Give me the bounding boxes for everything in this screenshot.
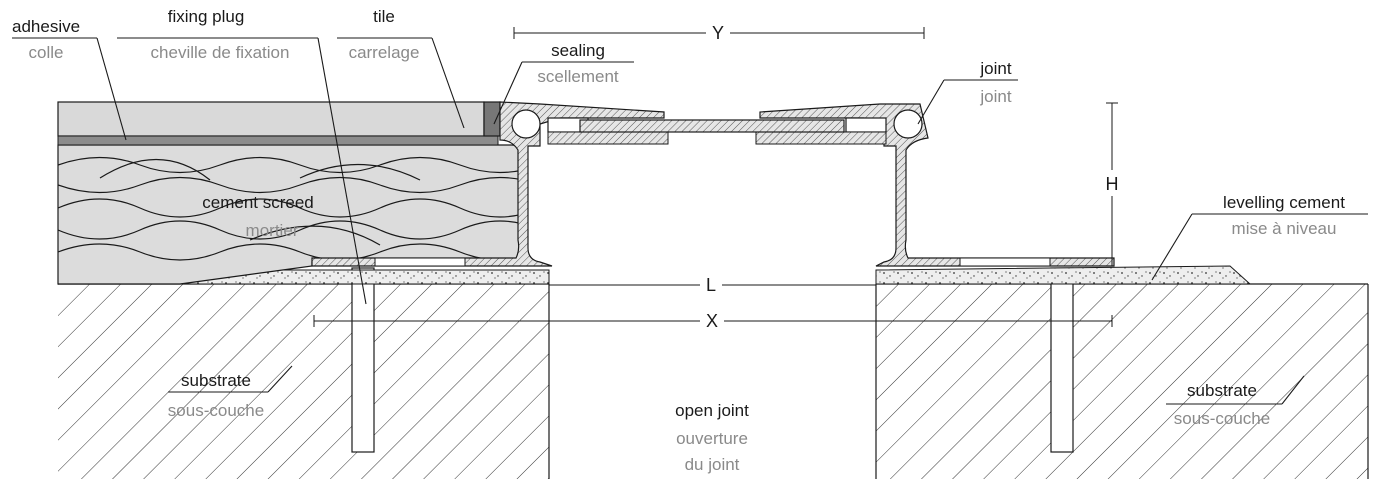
label-open-joint-en: open joint [675, 401, 749, 420]
label-open-joint-fr-line2: du joint [685, 455, 740, 474]
levelling-cement-right [875, 265, 1252, 285]
cement-screed [57, 144, 523, 285]
label-fixing-plug-en: fixing plug [168, 7, 245, 26]
dimension-h [1106, 102, 1118, 266]
dim-h-label: H [1106, 174, 1119, 194]
fixing-plug-hole-left [351, 267, 375, 453]
leader-lines [12, 37, 1368, 405]
label-joint-en: joint [979, 59, 1011, 78]
label-substrate-right-en: substrate [1187, 381, 1257, 400]
label-adhesive-fr: colle [29, 43, 64, 62]
tile-layer [57, 101, 485, 137]
dimension-x [313, 315, 1113, 327]
substrate-right-block [875, 283, 1369, 479]
profile-right [755, 103, 1115, 267]
label-tile-fr: carrelage [349, 43, 420, 62]
label-levelling-cement-en: levelling cement [1223, 193, 1345, 212]
dimension-y [513, 27, 925, 39]
dim-x-label: X [706, 311, 718, 331]
label-joint-fr: joint [979, 87, 1011, 106]
label-tile-en: tile [373, 7, 395, 26]
substrate-left-block [58, 283, 550, 479]
sealing-bead [483, 101, 501, 137]
label-substrate-left-en: substrate [181, 371, 251, 390]
label-adhesive-en: adhesive [12, 17, 80, 36]
label-substrate-left-fr: sous-couche [168, 401, 264, 420]
adhesive-layer [57, 135, 499, 146]
fixing-plug-hole-right [1050, 267, 1074, 453]
cover-plate [579, 119, 845, 133]
label-cement-screed-en: cement screed [202, 193, 314, 212]
label-sealing-fr: scellement [537, 67, 619, 86]
label-cement-screed-fr: mortier [246, 221, 299, 240]
label-levelling-cement-fr: mise à niveau [1232, 219, 1337, 238]
label-sealing-en: sealing [551, 41, 605, 60]
label-open-joint-fr-line1: ouverture [676, 429, 748, 448]
dim-l-label: L [706, 275, 716, 295]
label-fixing-plug-fr: cheville de fixation [151, 43, 290, 62]
dim-y-label: Y [712, 23, 724, 43]
label-substrate-right-fr: sous-couche [1174, 409, 1270, 428]
